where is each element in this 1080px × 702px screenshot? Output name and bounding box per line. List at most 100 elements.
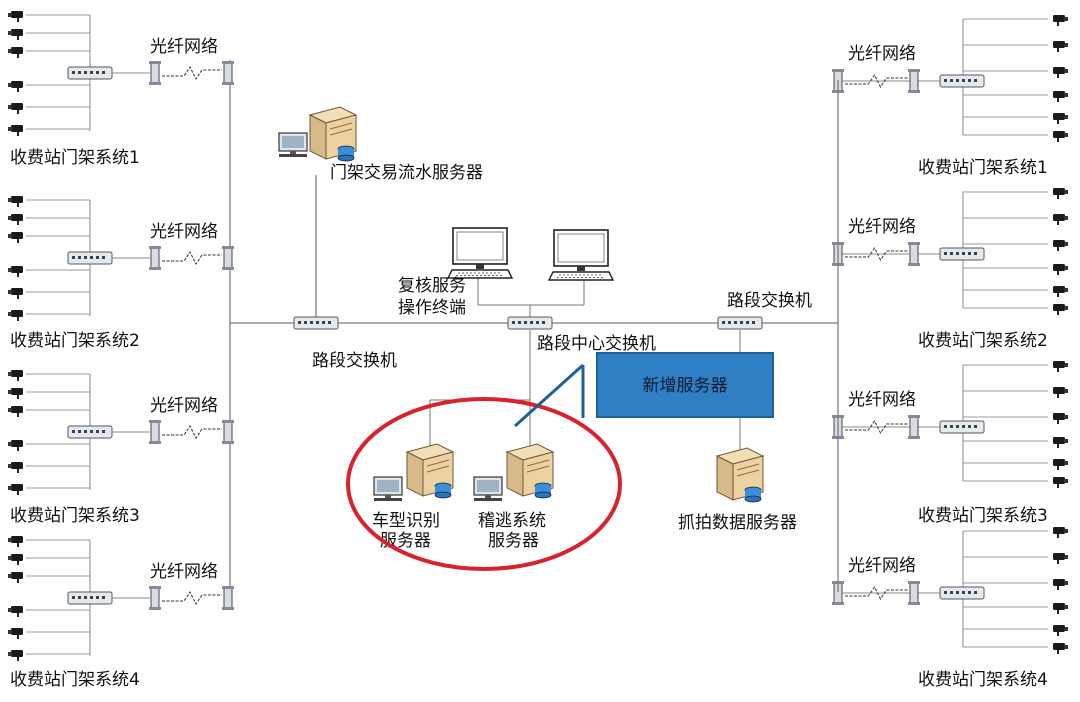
gantry-label: 收费站门架系统1 — [918, 158, 1048, 178]
camera-icon — [7, 571, 24, 584]
fiber-transceiver-icon — [148, 245, 162, 271]
fiber-transceiver-icon — [221, 245, 235, 271]
gantry-switch-icon — [939, 74, 985, 88]
camera-icon — [7, 405, 24, 418]
camera-icon — [1052, 458, 1069, 471]
camera-icon — [1052, 303, 1069, 316]
audit-server-icon — [506, 443, 554, 499]
gantry-switch-icon — [939, 247, 985, 261]
camera-icon — [1052, 66, 1069, 79]
highlight-ellipse — [346, 397, 622, 571]
center-switch: 路段中心交换机 — [507, 316, 656, 354]
camera-icon — [7, 265, 24, 278]
camera-icon — [1052, 187, 1069, 200]
review-terminals: 复核服务 操作终端 — [398, 227, 614, 323]
camera-icon — [1052, 40, 1069, 53]
transaction-server: 门架交易流水服务器 — [278, 106, 483, 183]
camera-icon — [7, 46, 24, 59]
camera-icon — [1052, 112, 1069, 125]
camera-icon — [1052, 624, 1069, 637]
camera-icon — [7, 649, 24, 662]
camera-icon — [1052, 412, 1069, 425]
fiber-transceiver-icon — [221, 419, 235, 445]
fiber-transceiver-icon — [221, 585, 235, 611]
terminal-monitor-1-icon — [447, 227, 513, 279]
right-switch-label: 路段交换机 — [727, 291, 812, 311]
transaction-server-label: 门架交易流水服务器 — [330, 163, 483, 183]
fiber-transceiver-icon — [907, 68, 921, 94]
camera-icon — [7, 605, 24, 618]
camera-icon — [7, 461, 24, 474]
plate-server-label-2: 服务器 — [380, 531, 431, 551]
camera-icon — [7, 535, 24, 548]
camera-icon — [1052, 285, 1069, 298]
camera-icon — [7, 439, 24, 452]
left-switch-label: 路段交换机 — [312, 351, 397, 371]
camera-icon — [1052, 90, 1069, 103]
fiber-network-label: 光纤网络 — [150, 37, 218, 57]
right-road-switch: 路段交换机 — [717, 291, 812, 455]
gantry-label: 收费站门架系统1 — [10, 148, 140, 168]
audit-server-label-2: 服务器 — [488, 531, 539, 551]
fiber-network-label: 光纤网络 — [848, 217, 916, 237]
capture-server-label: 抓拍数据服务器 — [678, 513, 797, 533]
fiber-transceiver-icon — [907, 241, 921, 267]
fiber-network-label: 光纤网络 — [150, 396, 218, 416]
camera-icon — [1052, 263, 1069, 276]
camera-icon — [1052, 130, 1069, 143]
camera-icon — [1052, 602, 1069, 615]
camera-icon — [1052, 239, 1069, 252]
capture-server-icon — [716, 447, 764, 503]
camera-icon — [1052, 213, 1069, 226]
new-server-callout: 新增服务器 — [513, 352, 774, 428]
camera-icon — [7, 231, 24, 244]
fiber-network-label: 光纤网络 — [150, 562, 218, 582]
terminal-monitor-2-icon — [548, 229, 614, 281]
plate-server-label-1: 车型识别 — [372, 511, 440, 531]
gantry-label: 收费站门架系统4 — [918, 670, 1048, 690]
camera-icon — [1052, 642, 1069, 655]
fiber-transceiver-icon — [907, 414, 921, 440]
camera-icon — [7, 124, 24, 137]
left-road-switch: 路段交换机 — [293, 316, 397, 371]
review-terminal-label-1: 复核服务 — [398, 276, 466, 296]
camera-icon — [7, 627, 24, 640]
gantry-label: 收费站门架系统2 — [10, 331, 140, 351]
camera-icon — [7, 213, 24, 226]
camera-icon — [1052, 360, 1069, 373]
capture-server: 抓拍数据服务器 — [678, 447, 797, 533]
gantry-switch-icon — [67, 251, 113, 265]
camera-icon — [1052, 552, 1069, 565]
camera-icon — [7, 387, 24, 400]
audit-server-label-1: 稽逃系统 — [478, 511, 546, 531]
camera-icon — [1052, 476, 1069, 489]
center-switch-label: 路段中心交换机 — [537, 334, 656, 354]
gantry-label: 收费站门架系统3 — [10, 506, 140, 526]
camera-icon — [7, 28, 24, 41]
gantry-switch-icon — [67, 425, 113, 439]
camera-icon — [1052, 578, 1069, 591]
fiber-transceiver-icon — [148, 60, 162, 86]
callout-text: 新增服务器 — [643, 376, 728, 396]
camera-icon — [7, 195, 24, 208]
fiber-network-label: 光纤网络 — [848, 44, 916, 64]
plate-server-icon — [406, 443, 454, 499]
camera-icon — [1052, 386, 1069, 399]
fiber-transceiver-icon — [148, 585, 162, 611]
camera-icon — [1052, 14, 1069, 27]
fiber-network-label: 光纤网络 — [848, 390, 916, 410]
camera-icon — [7, 80, 24, 93]
camera-icon — [7, 287, 24, 300]
gantry-label: 收费站门架系统4 — [10, 670, 140, 690]
camera-icon — [7, 553, 24, 566]
fiber-network-label: 光纤网络 — [848, 556, 916, 576]
camera-icon — [7, 483, 24, 496]
